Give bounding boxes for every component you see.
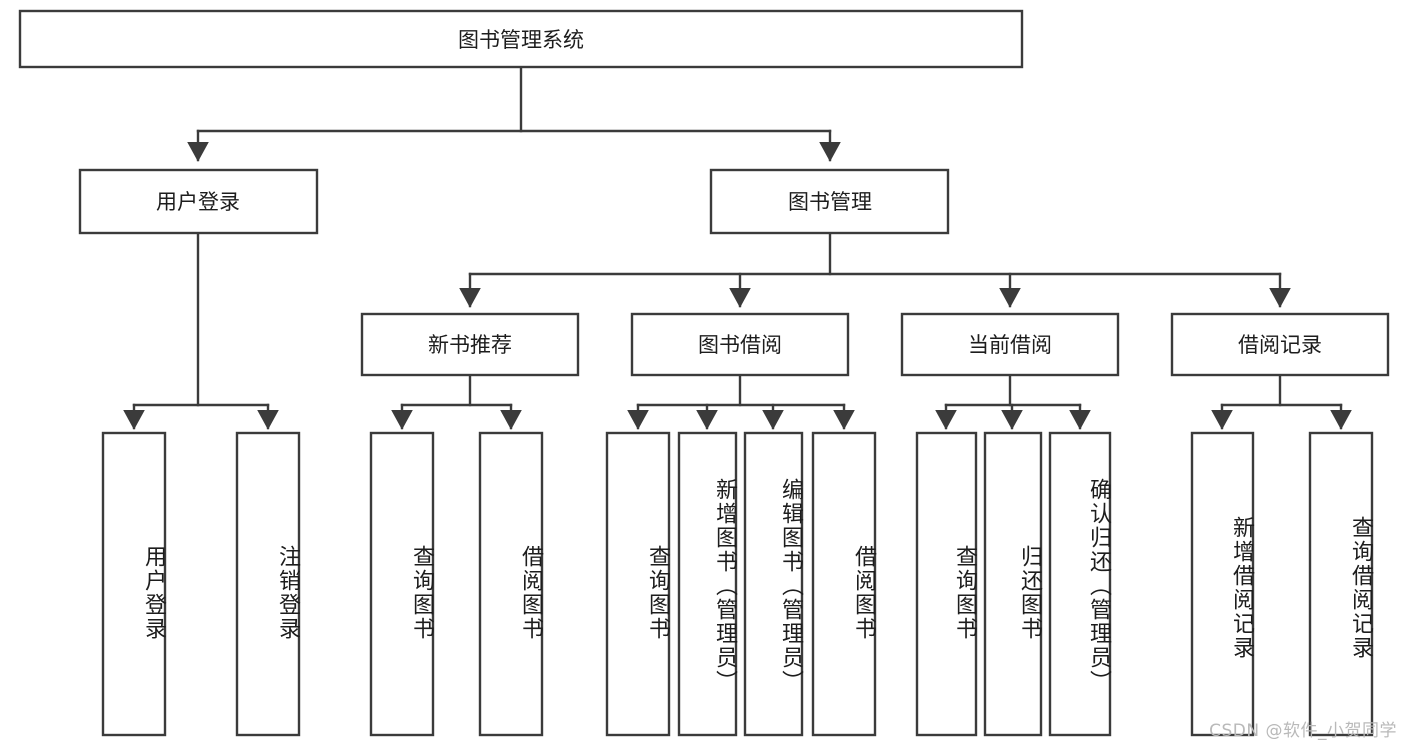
edges-borrow-records-to-leaves — [1211, 373, 1352, 430]
node-book-borrow-label: 图书借阅 — [698, 333, 782, 357]
node-book-manage-label: 图书管理 — [788, 190, 872, 214]
leaf-box-cb-return-book[interactable] — [983, 431, 1043, 737]
node-book-borrow-box[interactable] — [630, 312, 850, 377]
leaf-box-nb-query-book[interactable] — [369, 431, 435, 737]
leaf-box-logout[interactable] — [235, 431, 301, 737]
leaf-box-bb-edit-book[interactable] — [743, 431, 804, 737]
leaf-box-bb-query-book[interactable] — [605, 431, 671, 737]
edges-new-book-to-leaves — [391, 373, 522, 430]
leaf-box-cb-query-book[interactable] — [915, 431, 978, 737]
edges-book-borrow-to-leaves — [627, 373, 855, 430]
leaf-box-cb-confirm-return[interactable] — [1048, 431, 1112, 737]
node-current-borrow-label: 当前借阅 — [968, 333, 1052, 357]
edges-book-manage-to-level3 — [459, 231, 1291, 308]
node-user-login-label: 用户登录 — [156, 190, 240, 214]
edges-user-login-to-leaves — [123, 231, 279, 430]
leaf-box-br-add-record[interactable] — [1190, 431, 1255, 737]
node-borrow-records-label: 借阅记录 — [1238, 333, 1322, 357]
node-new-book-box[interactable] — [360, 312, 580, 377]
leaf-box-bb-borrow-book[interactable] — [811, 431, 877, 737]
edges-current-borrow-to-leaves — [935, 373, 1091, 430]
leaf-box-user-login[interactable] — [101, 431, 167, 737]
node-current-borrow-box[interactable] — [900, 312, 1120, 377]
node-borrow-records-box[interactable] — [1170, 312, 1390, 377]
csdn-watermark: CSDN @软件_小贺同学 — [1209, 721, 1397, 741]
node-root-label: 图书管理系统 — [458, 28, 584, 52]
edges-root-to-level2 — [187, 65, 841, 162]
leaf-box-bb-add-book[interactable] — [677, 431, 738, 737]
leaf-box-br-query-record[interactable] — [1308, 431, 1374, 737]
node-new-book-label: 新书推荐 — [428, 333, 512, 357]
leaf-box-nb-borrow-book[interactable] — [478, 431, 544, 737]
node-book-manage-box[interactable] — [709, 168, 950, 235]
node-user-login-box[interactable] — [78, 168, 319, 235]
node-root-box[interactable] — [18, 9, 1024, 69]
